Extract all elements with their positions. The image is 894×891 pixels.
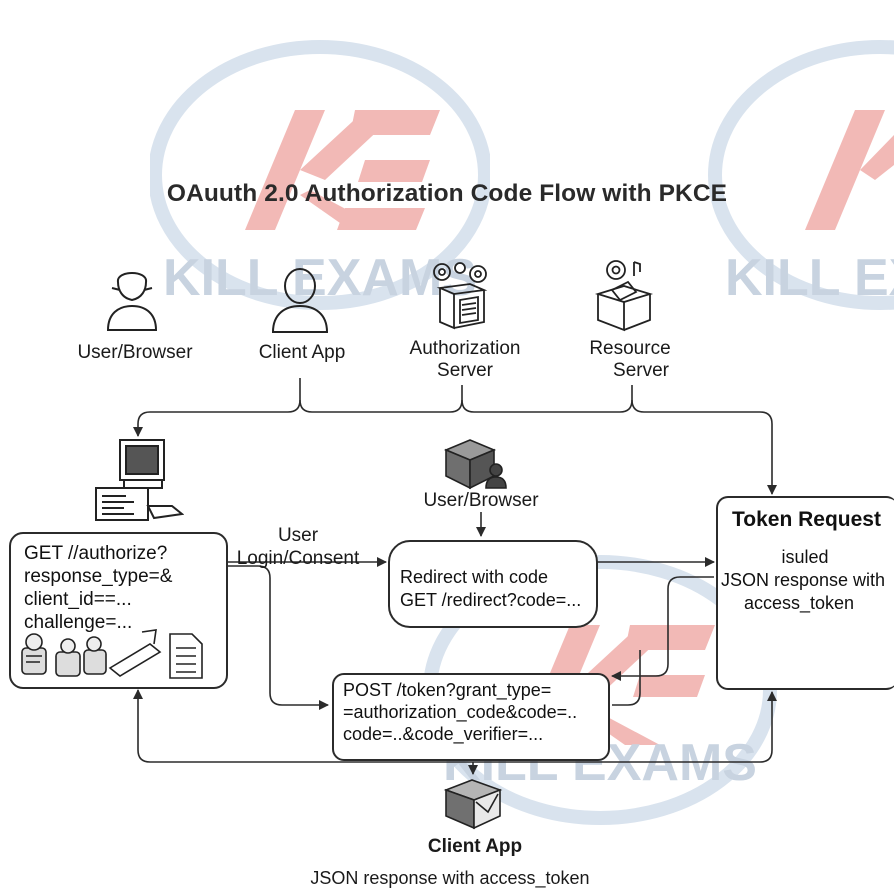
cube-user-icon: [443, 439, 507, 490]
edge-actors-to-token: [631, 399, 777, 495]
actor-label-resource-server: Resource Server: [555, 338, 705, 382]
redirect-line-2: GET /redirect?code=...: [400, 590, 582, 610]
edge-bottom-to-token: [473, 691, 777, 763]
token-line-1: isuled: [781, 547, 829, 567]
computer-icon: [95, 439, 184, 521]
post-line-1: POST /token?grant_type=: [343, 680, 552, 700]
edge-authorize-to-post: [228, 565, 329, 710]
actor-label-auth-server: Authorization Server: [390, 338, 540, 382]
actor-label-auth-line1: Authorization: [409, 338, 521, 359]
authorize-line-3: client_id==...: [24, 589, 132, 610]
redirect-box: Redirect with code GET /redirect?code=..…: [388, 540, 598, 628]
authorize-line-1: GET //authorize?: [24, 543, 168, 564]
edge-label-line2: Login/Consent: [236, 548, 360, 569]
edge-token-to-post: [611, 576, 714, 681]
edge-bracket-right: [461, 385, 633, 413]
redirect-line-1: Redirect with code: [400, 567, 549, 587]
edge-actors-to-client: [133, 378, 301, 437]
edge-post-loop: [612, 650, 641, 706]
token-request-title: Token Request: [732, 508, 881, 531]
post-line-3: code=..&code_verifier=...: [343, 724, 544, 744]
diagram-title: OAuuth 2.0 Authorization Code Flow with …: [166, 180, 728, 207]
authorize-line-2: response_type=&: [24, 566, 173, 587]
user-icon: [106, 272, 158, 331]
token-request-box: Token Request isuled JSON response with …: [716, 496, 894, 690]
bottom-caption: JSON response with access_token: [310, 868, 590, 888]
post-line-2: =authorization_code&code=..: [343, 702, 578, 722]
server-gears-icon: [433, 262, 488, 330]
envelope-cube-icon: [443, 779, 503, 830]
mid-user-label: User/Browser: [423, 490, 539, 511]
actor-label-resource-line2: Server: [613, 360, 669, 381]
actor-label-auth-line2: Server: [437, 360, 493, 381]
edge-label-line1: User: [277, 525, 319, 546]
server-box-icon: [594, 260, 654, 332]
post-token-box: POST /token?grant_type= =authorization_c…: [332, 673, 610, 761]
actor-label-user: User/Browser: [77, 342, 193, 363]
person-icon: [271, 268, 329, 333]
key-exchange-icons: [21, 629, 203, 679]
token-line-3: access_token: [744, 593, 855, 613]
edge-bracket-mid: [299, 385, 463, 413]
edge-bottom-to-client: [133, 689, 473, 763]
actor-label-resource-line1: Resource: [589, 338, 671, 359]
bottom-client-label: Client App: [427, 836, 523, 857]
edge-label-login: User Login/Consent: [228, 525, 368, 570]
token-line-2: JSON response with: [721, 570, 886, 590]
authorize-line-4: challenge=...: [24, 612, 133, 633]
actor-label-client: Client App: [258, 342, 346, 363]
